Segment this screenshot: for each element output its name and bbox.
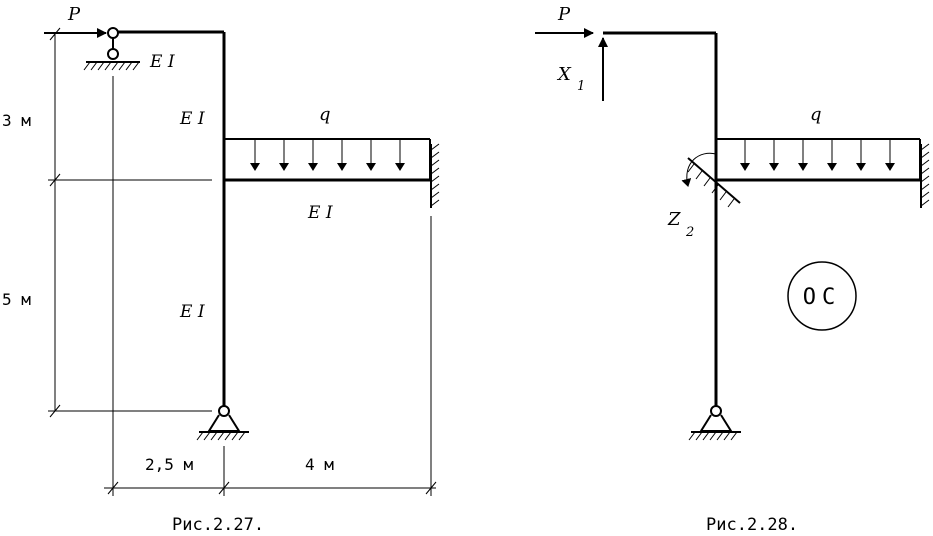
ei-label-top: E I [149,52,175,72]
distributed-load-28: q [716,104,921,180]
tick-top [49,27,61,41]
roller-ground-hatch [83,61,140,71]
os-circle [787,261,857,331]
fixed-wall [430,143,440,208]
force-label-28: P [557,4,571,25]
load-label-q-28: q [810,104,822,125]
load-label-q: q [319,104,331,125]
figure-2-27: P 3 м 5 м 2,5 м 4 м E I E I E I E I q [2,4,440,535]
z2-constraint: Z 2 [667,152,741,240]
frame-members [113,30,430,411]
pin-support-28 [688,405,741,441]
distributed-load [224,138,431,180]
tick-h1 [107,481,119,495]
pin-hinge-28 [710,405,722,417]
dim-2-5m: 2,5 м [145,455,194,474]
roller-hinge-bottom [107,48,119,60]
wall-hatch [430,143,440,207]
force-p-27: P [44,4,107,38]
pin-ground-hatch-28 [688,431,738,441]
os-badge: ОС [787,261,857,331]
os-label: ОС [803,285,842,310]
tick-h2 [218,481,230,495]
caption-2-28: Рис.2.28. [706,515,798,535]
pin-triangle-28 [699,414,733,432]
z2-hatch-line [687,157,741,204]
ei-label-column-upper: E I [179,109,205,129]
x1-subscript: 1 [577,79,585,94]
figure-2-28: P X 1 Z 2 [535,4,930,535]
x1-label: X [556,64,572,85]
z2-hatch [687,163,735,208]
dim-5m: 5 м [2,290,31,309]
z2-label: Z [667,209,681,230]
roller-hinge-top [107,27,119,39]
dim-4m: 4 м [305,455,334,474]
pin-ground-hatch [196,431,246,441]
force-p-28: P [535,4,594,38]
frame-members-28 [603,31,920,411]
fixed-wall-28 [920,143,930,208]
tick-h3 [425,481,437,495]
x1-arrow: X 1 [556,37,608,101]
load-arrows [250,139,405,171]
pin-hinge [218,405,230,417]
wall-hatch-28 [920,143,930,207]
pin-support [196,405,249,441]
z2-subscript: 2 [685,225,694,240]
tick-bottom [49,404,61,418]
dim-3m: 3 м [2,111,31,130]
force-label: P [67,4,81,25]
z2-rotation-arrow [681,152,717,187]
load-arrows-28 [740,139,895,171]
caption-2-27: Рис.2.27. [172,515,264,535]
ei-label-column-lower: E I [179,302,205,322]
dimension-lines [48,27,437,496]
pin-triangle [207,414,241,432]
roller-support [83,27,140,71]
ei-label-beam: E I [307,203,333,223]
tick-mid [49,173,61,187]
